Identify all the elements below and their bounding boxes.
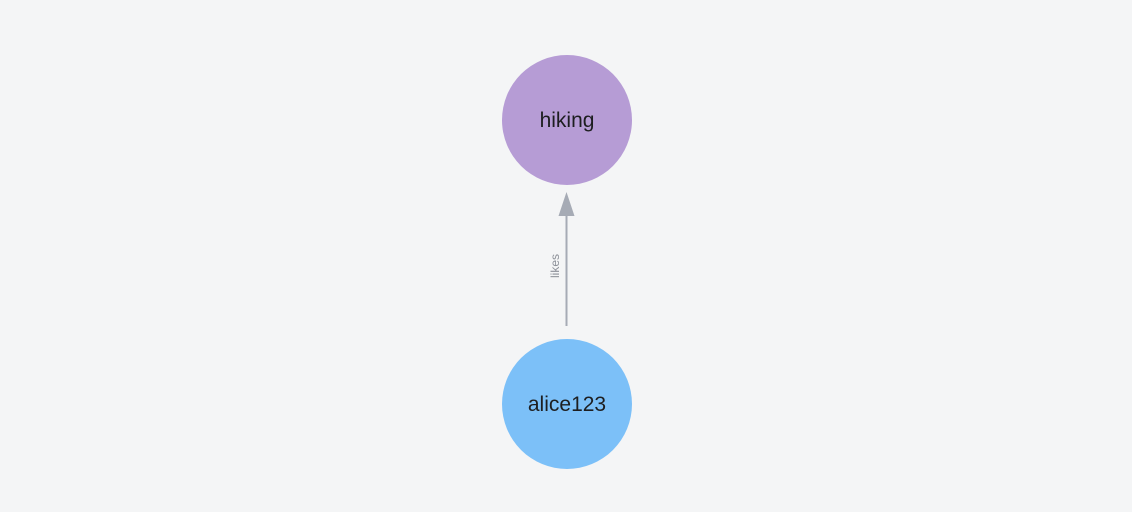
edge-likes[interactable]: likes — [548, 192, 575, 326]
node-hiking[interactable]: hiking — [502, 55, 632, 185]
arrowhead-up-icon — [558, 192, 575, 216]
edge-label: likes — [548, 254, 562, 278]
node-alice123-circle[interactable] — [502, 339, 632, 469]
node-alice123[interactable]: alice123 — [502, 339, 632, 469]
node-hiking-circle[interactable] — [502, 55, 632, 185]
